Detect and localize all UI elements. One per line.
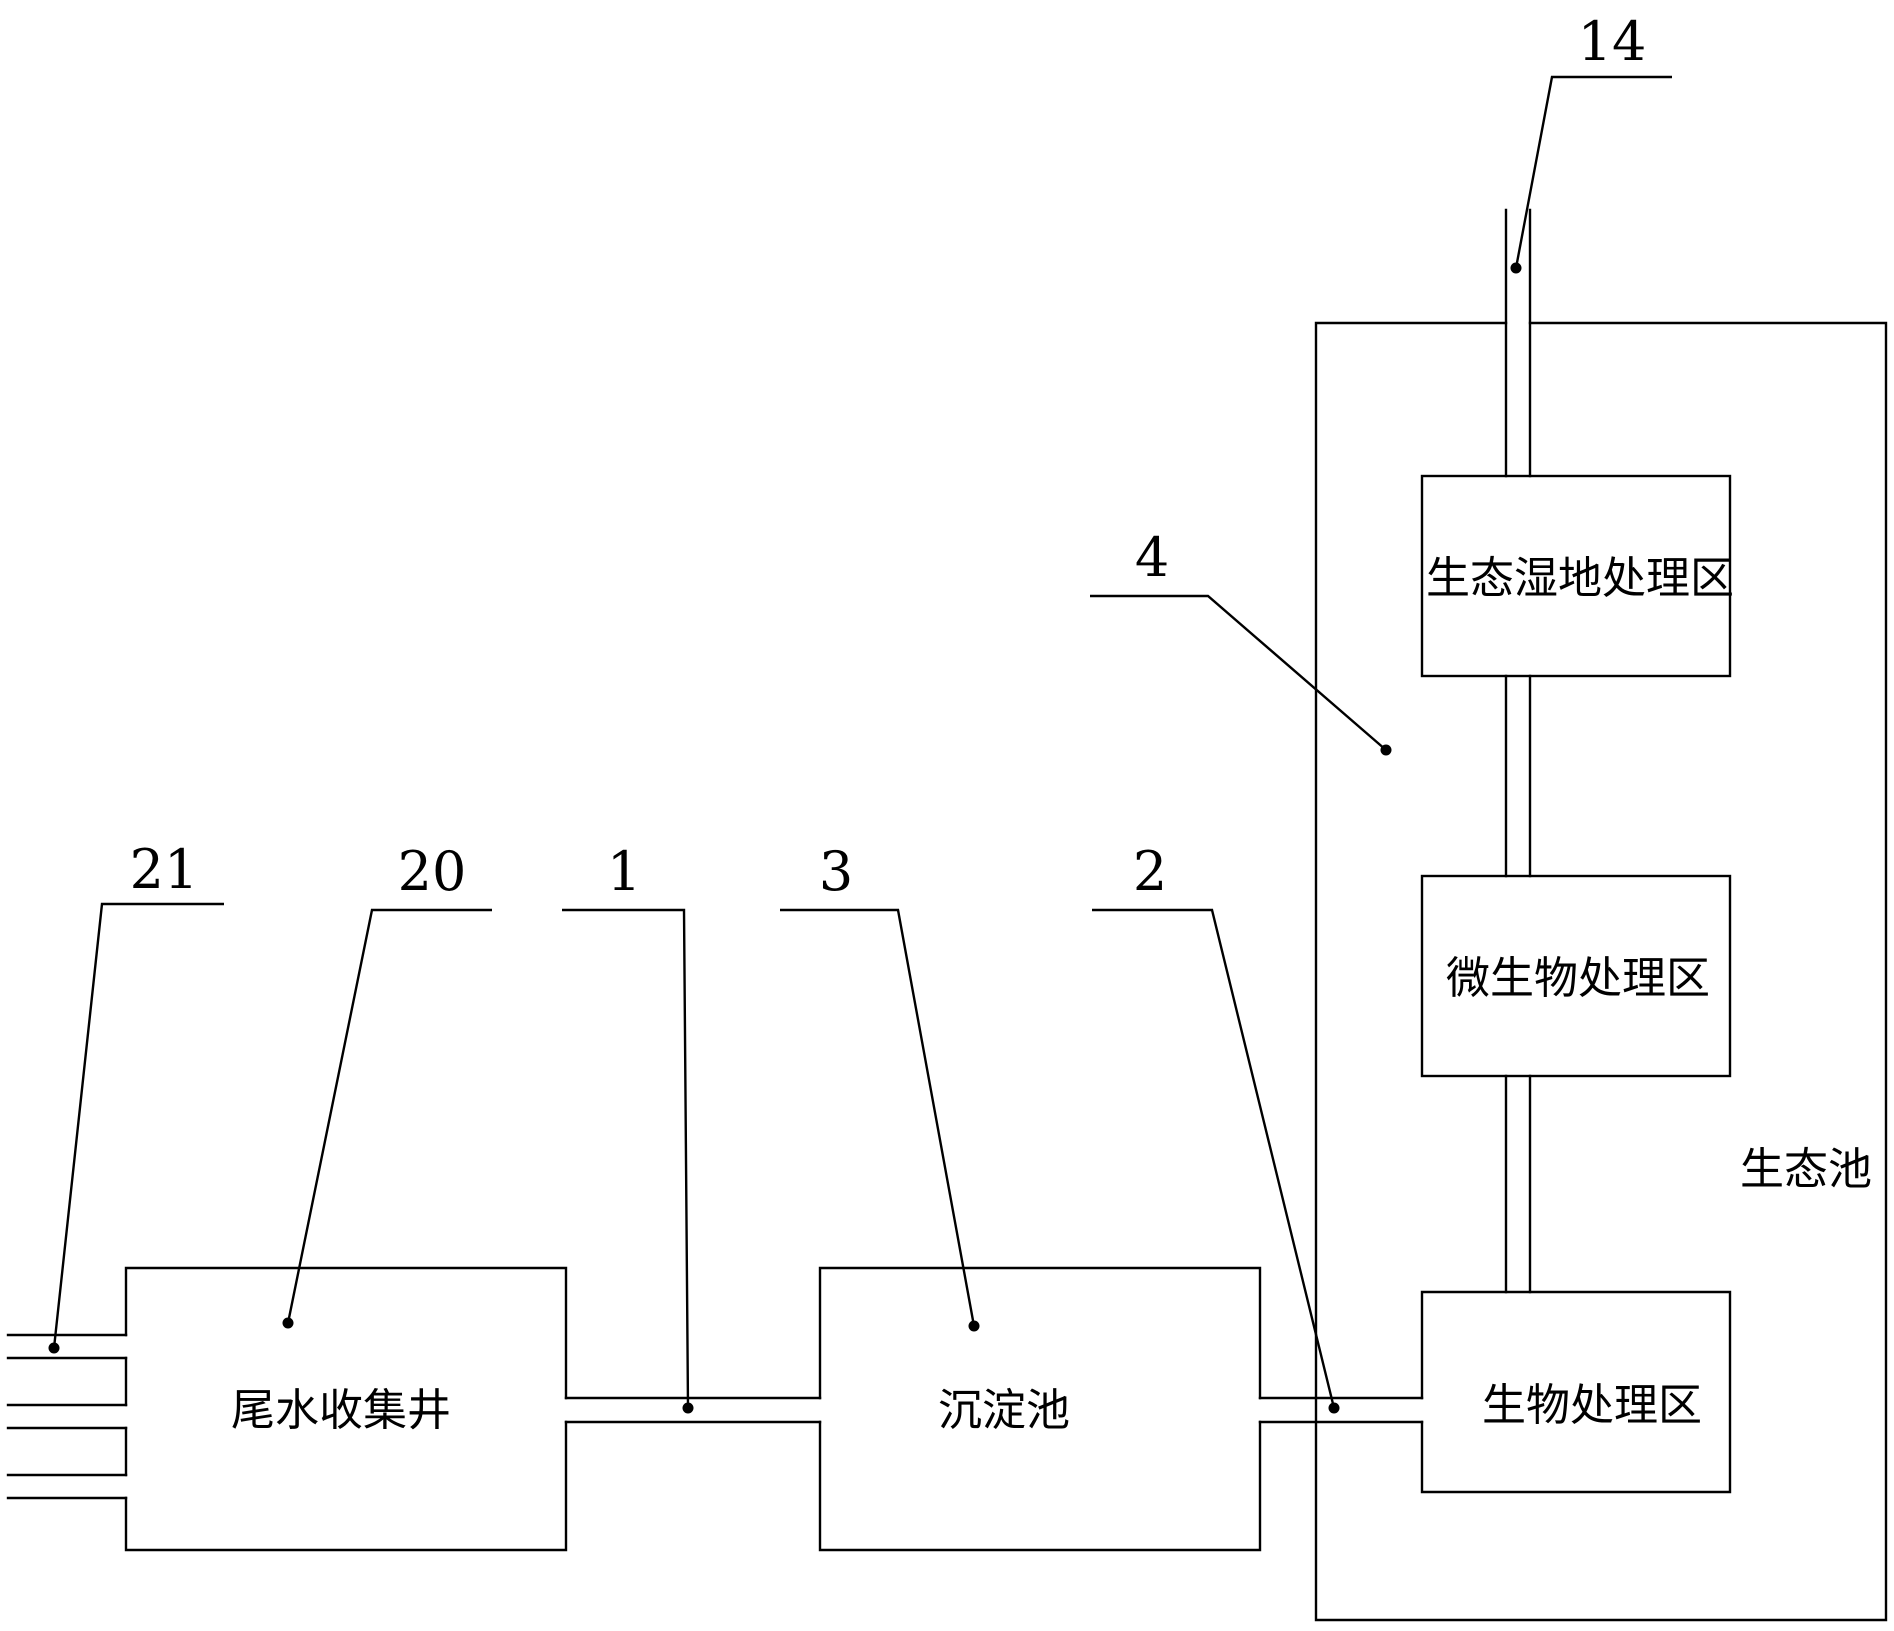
leader-21: 21 [48,838,224,1354]
inlet-pipes [6,1333,128,1500]
leader-1: 1 [562,840,694,1414]
leader-20: 20 [282,840,492,1329]
ref-number-4: 4 [1135,526,1169,589]
outlet-pipe [1504,208,1532,478]
eco-pond: 生态池 [1314,321,1888,1622]
microbe-zone: 微生物处理区 [1420,874,1732,1078]
tail-water-well-label: 尾水收集井 [231,1385,451,1436]
eco-pond-label: 生态池 [1740,1144,1872,1195]
ref-number-14: 14 [1578,10,1647,73]
tail-water-well: 尾水收集井 [124,1266,568,1552]
sedimentation-tank-label: 沉淀池 [938,1385,1070,1436]
leader-2: 2 [1092,840,1340,1414]
connector-microbe-bio [1504,1074,1532,1294]
ref-number-3: 3 [819,840,853,903]
leader-3: 3 [780,840,980,1332]
wetland-zone: 生态湿地处理区 [1420,474,1734,678]
bio-zone: 生物处理区 [1420,1290,1732,1494]
ref-number-2: 2 [1133,840,1167,903]
ref-number-21: 21 [130,838,199,901]
sedimentation-tank: 沉淀池 [818,1266,1262,1552]
connector-wetland-microbe [1504,674,1532,878]
leader-4: 4 [1090,526,1392,756]
pipe-1 [564,1396,822,1424]
microbe-zone-label: 微生物处理区 [1446,953,1710,1004]
ref-number-1: 1 [607,840,641,903]
pipe-2 [1258,1396,1424,1424]
ref-number-20: 20 [398,840,467,903]
wetland-zone-label: 生态湿地处理区 [1426,553,1734,604]
bio-zone-label: 生物处理区 [1482,1380,1702,1431]
leader-14: 14 [1510,10,1672,274]
